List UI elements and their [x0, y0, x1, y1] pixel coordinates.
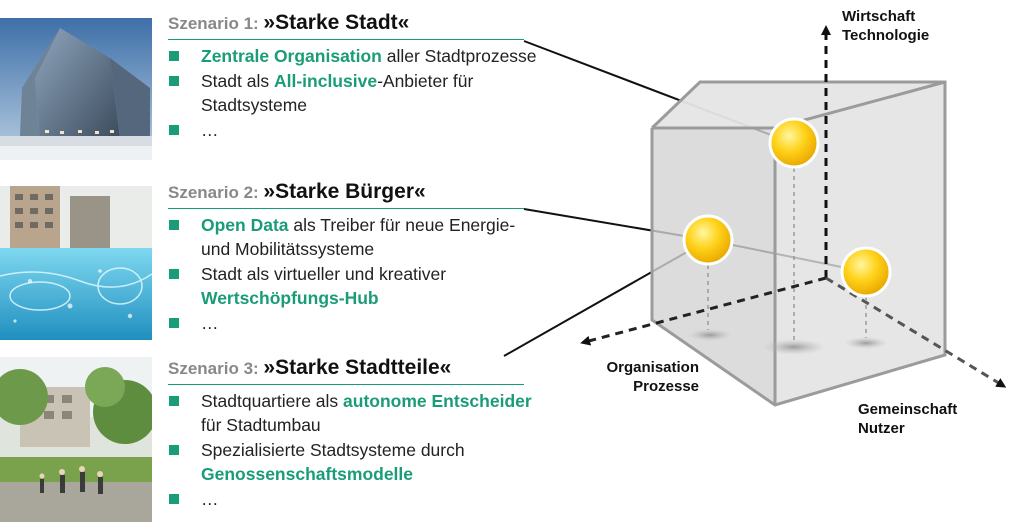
bullet-text: Stadt als virtueller und kreativer	[201, 264, 447, 284]
bullet-highlight: Zentrale Organisation	[201, 46, 382, 66]
bullet-item: Stadtquartiere als autonome Entscheider …	[168, 389, 538, 437]
bullet-square-icon	[169, 125, 179, 135]
bullet-square-icon	[169, 76, 179, 86]
bullet-item: …	[168, 487, 538, 511]
axis-label-gemeinschaft-nutzer: Gemeinschaft Nutzer	[858, 400, 957, 438]
axes	[580, 25, 1007, 388]
bullet-square-icon	[169, 445, 179, 455]
bullet-text: Stadt als	[201, 71, 274, 91]
bullet-square-icon	[169, 51, 179, 61]
scenario-2: Szenario 2: »Starke Bürger« Open Data al…	[168, 179, 538, 336]
axis-label-line: Prozesse	[633, 378, 699, 395]
scenario-title: »Starke Bürger«	[263, 180, 426, 203]
bullet-item: Spezialisierte Stadtsysteme durch Genoss…	[168, 438, 538, 486]
scenario-2-ball	[682, 214, 734, 266]
axis-right	[825, 276, 1007, 388]
bullet-text: …	[201, 313, 219, 333]
bullet-square-icon	[169, 396, 179, 406]
scenario-heading: Szenario 1: »Starke Stadt«	[168, 10, 524, 40]
scenario-prefix: Szenario 2:	[168, 183, 264, 202]
axis-label-organisation-prozesse: Organisation Prozesse	[574, 358, 699, 396]
bullet-square-icon	[169, 494, 179, 504]
bullet-text: Stadtquartiere als	[201, 391, 344, 411]
bullet-text: -Anbieter für Stadtsysteme	[201, 71, 474, 115]
photo-modern-building	[0, 18, 152, 160]
bullet-item: Stadt als virtueller und kreativer Werts…	[168, 262, 538, 310]
bullet-text: für Stadtumbau	[201, 415, 321, 435]
axis-label-wirtschaft-technologie: Wirtschaft Technologie	[842, 7, 929, 45]
axis-label-line: Organisation	[606, 359, 699, 376]
bullet-text: …	[201, 120, 219, 140]
scenario-heading: Szenario 2: »Starke Bürger«	[168, 179, 524, 209]
bullet-square-icon	[169, 318, 179, 328]
bullet-highlight: All-inclusive	[273, 71, 378, 91]
bullet-item: …	[168, 118, 538, 142]
bullet-highlight: Wertschöpfungs-Hub	[201, 288, 379, 308]
bullet-highlight: Genossenschaftsmodelle	[201, 464, 414, 484]
photo-digital-city	[0, 186, 152, 340]
bullet-item: Zentrale Organisation aller Stadtprozess…	[168, 44, 538, 68]
photo-green-district	[0, 357, 152, 522]
bullet-text: als Treiber für neue Energie- und Mobili…	[201, 215, 516, 259]
scenario-3: Szenario 3: »Starke Stadtteile« Stadtqua…	[168, 355, 538, 512]
scenario-bullets: Zentrale Organisation aller Stadtprozess…	[168, 44, 538, 142]
scenario-prefix: Szenario 3:	[168, 359, 264, 378]
scenario-1: Szenario 1: »Starke Stadt« Zentrale Orga…	[168, 10, 538, 143]
bullet-text: …	[201, 489, 219, 509]
scenario-heading: Szenario 3: »Starke Stadtteile«	[168, 355, 524, 385]
scenario-title: »Starke Stadtteile«	[263, 356, 452, 379]
axis-label-line: Wirtschaft	[842, 8, 916, 25]
scenario-bullets: Stadtquartiere als autonome Entscheider …	[168, 389, 538, 511]
bullet-text: aller Stadtprozesse	[381, 46, 537, 66]
scenario-bullets: Open Data als Treiber für neue Energie- …	[168, 213, 538, 335]
scenario-1-ball	[768, 117, 820, 169]
scenario-3-ball	[840, 246, 892, 298]
bullet-highlight: Open Data	[201, 215, 289, 235]
bullet-item: …	[168, 311, 538, 335]
axis-label-line: Technologie	[842, 27, 930, 44]
axis-label-line: Nutzer	[858, 420, 905, 437]
scenario-prefix: Szenario 1:	[168, 14, 264, 33]
bullet-square-icon	[169, 269, 179, 279]
bullet-highlight: autonome Entscheider	[343, 391, 532, 411]
axis-label-line: Gemeinschaft	[858, 401, 958, 418]
bullet-item: Stadt als All-inclusive-Anbieter für Sta…	[168, 69, 538, 117]
scenario-title: »Starke Stadt«	[263, 11, 410, 34]
bullet-item: Open Data als Treiber für neue Energie- …	[168, 213, 538, 261]
bullet-square-icon	[169, 220, 179, 230]
bullet-text: Spezialisierte Stadtsysteme durch	[201, 440, 465, 460]
